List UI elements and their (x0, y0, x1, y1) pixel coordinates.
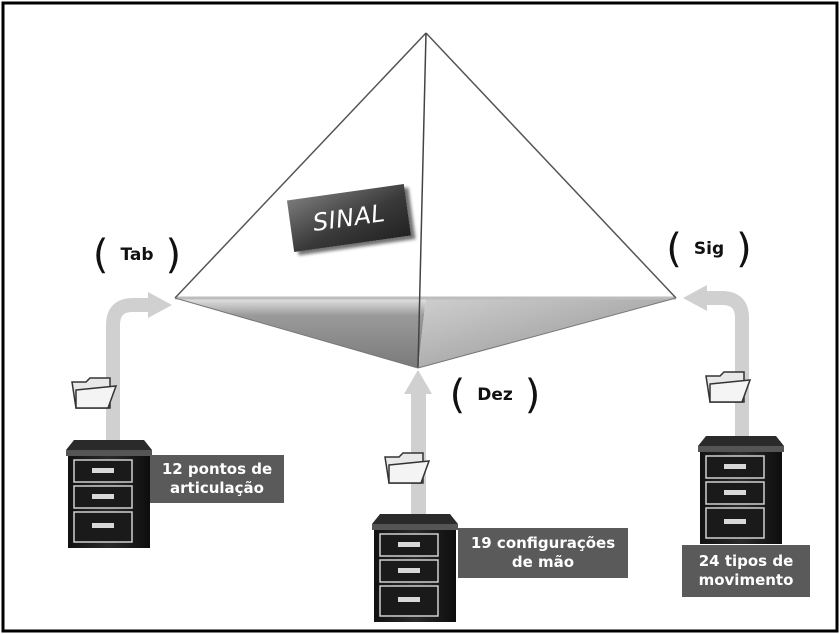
description-sig: 24 tipos de movimento (682, 545, 810, 597)
description-dez: 19 configurações de mão (458, 528, 628, 578)
sinal-label: SINAL (311, 199, 387, 237)
arrow-center (404, 370, 432, 522)
label-dez: (Dez) (449, 372, 541, 418)
file-cabinet-icon (372, 514, 458, 622)
label-tab: (Tab) (92, 232, 182, 278)
arrow-right (683, 285, 749, 440)
pyramid (174, 32, 677, 369)
folder-icon (384, 452, 431, 484)
arrow-left (106, 292, 172, 450)
description-tab: 12 pontos de articulação (150, 455, 284, 503)
file-cabinet-icon (698, 436, 784, 544)
pyramid-base-left (175, 298, 426, 368)
folder-icon (71, 377, 118, 409)
folder-icon (705, 371, 752, 403)
file-cabinet-icon (66, 440, 152, 548)
label-sig: (Sig) (666, 226, 752, 272)
